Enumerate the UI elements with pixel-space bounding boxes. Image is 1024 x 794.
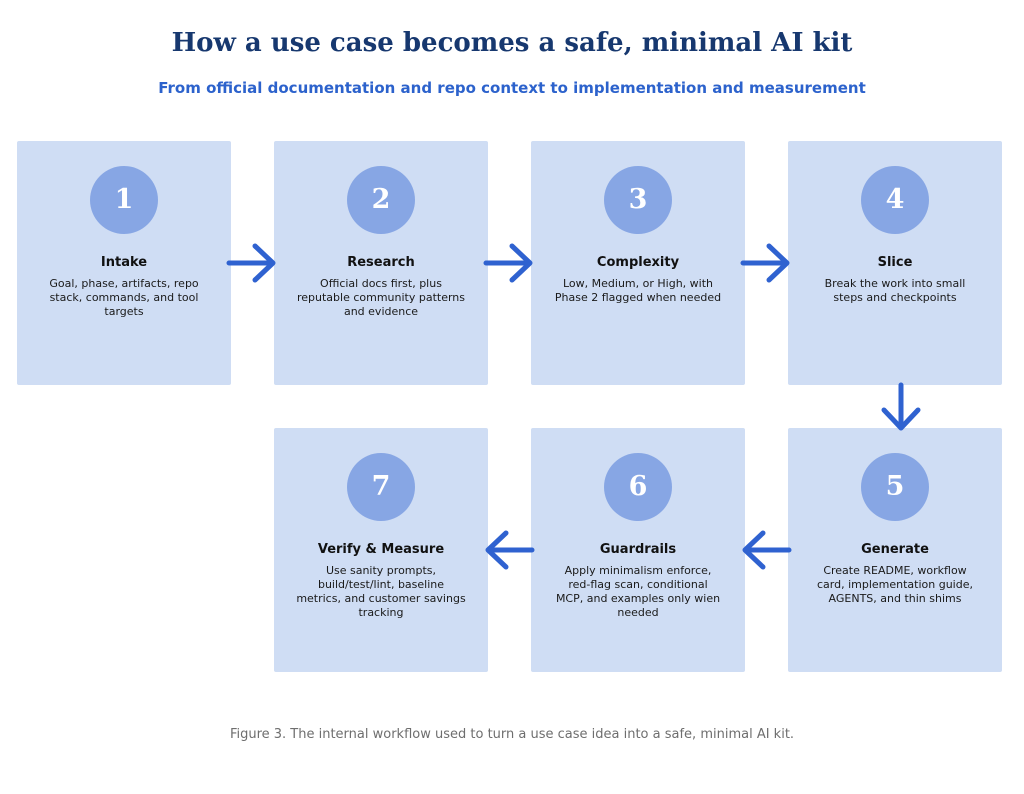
step-card-research: 2 Research Official docs first, plus rep… — [274, 141, 488, 385]
figure-title: How a use case becomes a safe, minimal A… — [171, 28, 853, 58]
step-description: Goal, phase, artifacts, repo stack, comm… — [49, 277, 199, 318]
step-number-badge: 1 — [90, 166, 158, 234]
step-number-badge: 3 — [604, 166, 672, 234]
arrow-right-icon — [226, 241, 278, 285]
arrow-left-icon — [740, 528, 792, 572]
step-number-badge: 7 — [347, 453, 415, 521]
step-number-badge: 6 — [604, 453, 672, 521]
arrow-down-icon — [875, 382, 927, 432]
figure-subtitle: From official documentation and repo con… — [158, 79, 866, 97]
arrow-left-icon — [483, 528, 535, 572]
step-card-complexity: 3 Complexity Low, Medium, or High, with … — [531, 141, 745, 385]
step-description: Break the work into small steps and chec… — [824, 277, 966, 304]
step-description: Apply minimalism enforce, red-flag scan,… — [555, 564, 721, 619]
step-description: Create README, workflow card, implementa… — [816, 564, 973, 605]
step-description: Use sanity prompts, build/test/lint, bas… — [296, 564, 466, 619]
step-description: Official docs first, plus reputable comm… — [296, 277, 466, 318]
step-card-intake: 1 Intake Goal, phase, artifacts, repo st… — [17, 141, 231, 385]
step-card-guardrails: 6 Guardrails Apply minimalism enforce, r… — [531, 428, 745, 672]
step-title: Generate — [861, 542, 929, 557]
step-title: Intake — [100, 255, 148, 270]
step-title: Verify & Measure — [317, 542, 445, 557]
step-number-badge: 4 — [861, 166, 929, 234]
arrow-right-icon — [483, 241, 535, 285]
step-number-badge: 2 — [347, 166, 415, 234]
figure-caption: Figure 3. The internal workflow used to … — [229, 727, 795, 742]
step-title: Slice — [877, 255, 913, 270]
step-title: Guardrails — [599, 542, 677, 557]
step-title: Complexity — [596, 255, 680, 270]
step-card-generate: 5 Generate Create README, workflow card,… — [788, 428, 1002, 672]
step-title: Research — [347, 255, 415, 270]
arrow-right-icon — [740, 241, 792, 285]
step-number-badge: 5 — [861, 453, 929, 521]
step-card-verify-measure: 7 Verify & Measure Use sanity prompts, b… — [274, 428, 488, 672]
step-description: Low, Medium, or High, with Phase 2 flagg… — [554, 277, 722, 304]
step-card-slice: 4 Slice Break the work into small steps … — [788, 141, 1002, 385]
